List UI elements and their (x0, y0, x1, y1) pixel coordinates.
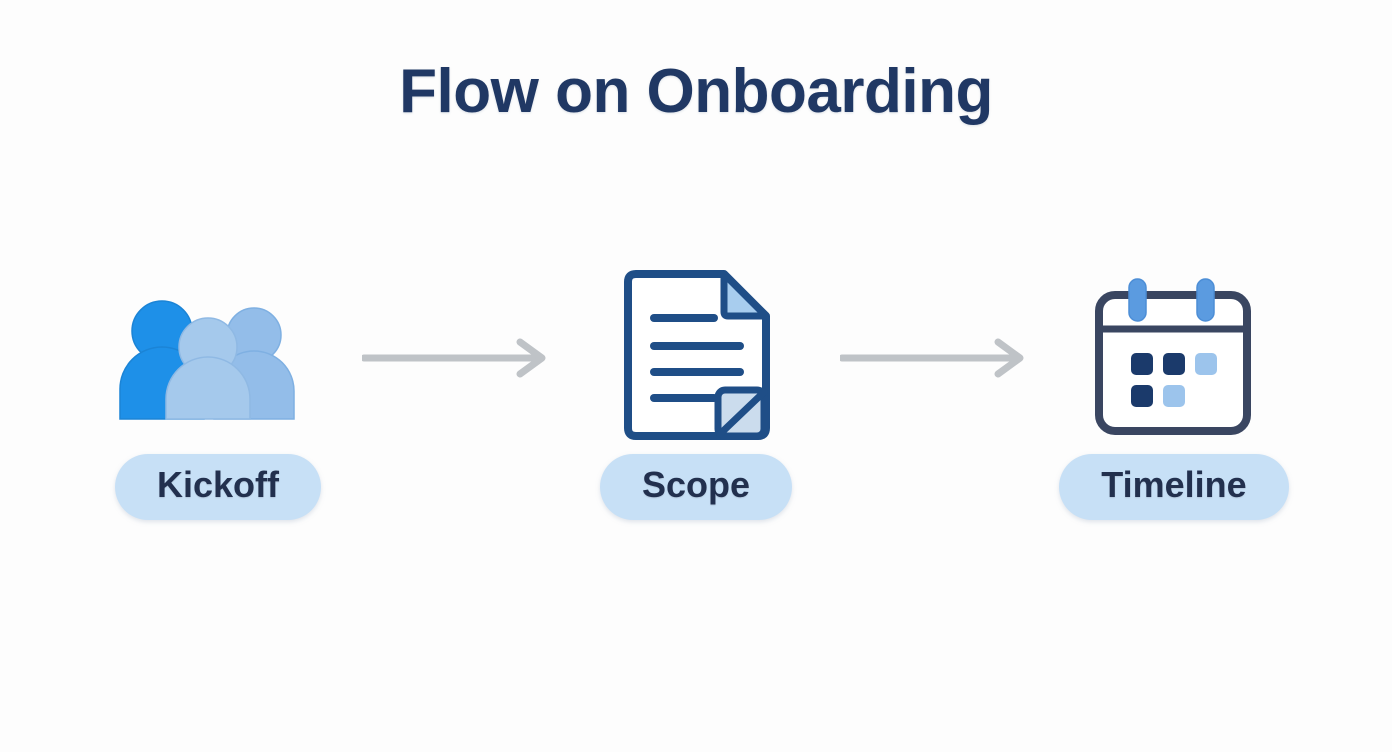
flow-step-scope-icon-box (574, 262, 818, 454)
flow-connector-1 (357, 262, 557, 454)
arrow-right-icon (362, 338, 546, 378)
page-title: Flow on Onboarding (399, 57, 993, 126)
flow-diagram: Kickoff (96, 262, 1296, 562)
arrow-right-icon (840, 338, 1024, 378)
flow-step-kickoff[interactable]: Kickoff (96, 262, 340, 520)
flow-step-kickoff-icon-box (96, 262, 340, 454)
flow-step-scope-label[interactable]: Scope (599, 454, 793, 520)
flow-connector-2 (835, 262, 1035, 454)
flow-step-scope[interactable]: Scope (574, 262, 818, 520)
flow-step-timeline-icon-box (1052, 262, 1296, 454)
document-icon (624, 270, 770, 440)
flow-step-kickoff-label[interactable]: Kickoff (114, 454, 321, 520)
flow-step-timeline-label[interactable]: Timeline (1059, 454, 1289, 520)
people-group-icon (119, 300, 295, 420)
flow-step-timeline[interactable]: Timeline (1052, 262, 1296, 520)
calendar-icon (1095, 278, 1251, 435)
